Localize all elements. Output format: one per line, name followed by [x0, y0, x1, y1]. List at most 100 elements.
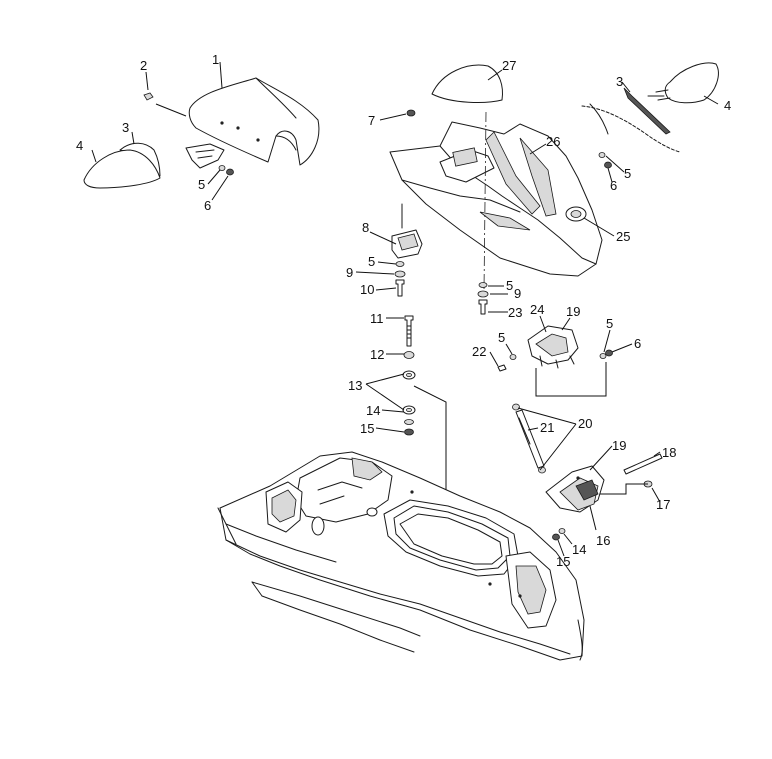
gas-strut-rod [518, 417, 531, 445]
gas-strut-assembly [512, 403, 546, 474]
hinge-nut-part [605, 349, 613, 357]
post-washer-part [404, 419, 414, 425]
leader-line [211, 175, 229, 201]
leader-line [355, 271, 395, 275]
callout-labels: 1 2 3 4 5 6 27 7 26 25 3 4 5 6 8 5 9 10 … [76, 52, 731, 569]
leader-line [561, 317, 571, 331]
steering-post-thread [406, 325, 412, 339]
callout-5: 5 [606, 316, 613, 331]
right-mirror-gasket [623, 87, 671, 135]
callout-5: 5 [198, 177, 205, 192]
hull-line [251, 581, 421, 637]
gas-strut-end [512, 403, 520, 411]
leader-line [557, 539, 565, 557]
leader-line [605, 155, 625, 173]
gas-strut-part [515, 409, 545, 469]
rear-hinge-foot [539, 355, 575, 369]
leader-line [365, 373, 405, 411]
deck-nose-shade [515, 565, 547, 615]
callout-20: 20 [578, 416, 592, 431]
latch-block-part [575, 479, 599, 501]
callout-19: 19 [566, 304, 580, 319]
deck-bolt [518, 594, 522, 598]
steering-post-stack [402, 315, 447, 506]
callout-7: 7 [368, 113, 375, 128]
leader-line [539, 315, 547, 333]
hull-line [261, 595, 415, 653]
leader-line [607, 167, 613, 183]
right-mirror-glass [664, 62, 719, 104]
latch-rod-part [623, 453, 663, 475]
leader-line [207, 169, 221, 185]
callout-leaders [91, 61, 719, 557]
right-nut-part [604, 161, 612, 169]
left-windscreen-hole [236, 126, 240, 130]
hull-edge [577, 619, 583, 661]
callout-4: 4 [724, 98, 731, 113]
left-mirror-assembly [83, 77, 320, 189]
callout-24: 24 [530, 302, 544, 317]
leader-line [91, 149, 97, 163]
leader-line [517, 407, 577, 471]
bolt-part [395, 279, 405, 297]
left-nut-part [226, 168, 234, 176]
leader-line [377, 261, 397, 265]
hinge-leader [535, 362, 607, 397]
leader-line [589, 445, 613, 471]
hinge-bracket-stack [391, 203, 423, 297]
leader-line [603, 329, 611, 353]
right-mirror-stem [647, 89, 671, 101]
storage-rim [399, 513, 503, 565]
callout-2: 2 [140, 58, 147, 73]
rear-hinge-shade [535, 333, 569, 357]
callout-5: 5 [368, 254, 375, 269]
callout-9: 9 [514, 286, 521, 301]
left-screw-part [143, 92, 154, 101]
callout-21: 21 [540, 420, 554, 435]
left-mirror-glass [83, 149, 161, 189]
leader-line [583, 217, 615, 237]
left-windscreen-hole [256, 138, 260, 142]
callout-13: 13 [348, 378, 362, 393]
leader-line [703, 95, 719, 105]
leader-line [527, 427, 539, 431]
console-top [351, 457, 383, 481]
callout-8: 8 [362, 220, 369, 235]
leader-line [563, 533, 573, 545]
right-mirror-assembly [581, 62, 719, 169]
hull-line [217, 507, 237, 545]
leader-line [369, 231, 397, 245]
bushing-inner [406, 407, 412, 412]
hood-assembly [389, 64, 603, 315]
callout-6: 6 [204, 198, 211, 213]
callout-6: 6 [634, 336, 641, 351]
left-washer-part [218, 165, 226, 171]
callout-22: 22 [472, 344, 486, 359]
callout-9: 9 [346, 265, 353, 280]
latch-leader [600, 483, 648, 495]
washer-part [395, 261, 405, 267]
pad-part [431, 64, 503, 103]
post-nut-part [404, 428, 414, 436]
right-windscreen-edge [581, 105, 681, 153]
deck-rail [225, 523, 337, 563]
callout-6: 6 [610, 178, 617, 193]
right-washer-part [598, 152, 606, 158]
callout-11: 11 [370, 311, 384, 326]
latch-washer-part [558, 528, 566, 534]
latch-assembly [545, 453, 663, 541]
callout-23: 23 [508, 305, 522, 320]
leader-line [131, 131, 135, 145]
washer-part [394, 270, 406, 278]
leader-line [381, 409, 405, 413]
hood-centerline [483, 111, 487, 291]
rear-hinge-assembly [497, 325, 613, 397]
callout-1: 1 [212, 52, 219, 67]
storage-rim [393, 505, 511, 571]
callout-5: 5 [624, 166, 631, 181]
leader-line [505, 343, 513, 355]
callout-4: 4 [76, 138, 83, 153]
hood-washer-part [477, 290, 489, 298]
side-bin-detail [271, 489, 297, 523]
callout-15: 15 [360, 421, 374, 436]
